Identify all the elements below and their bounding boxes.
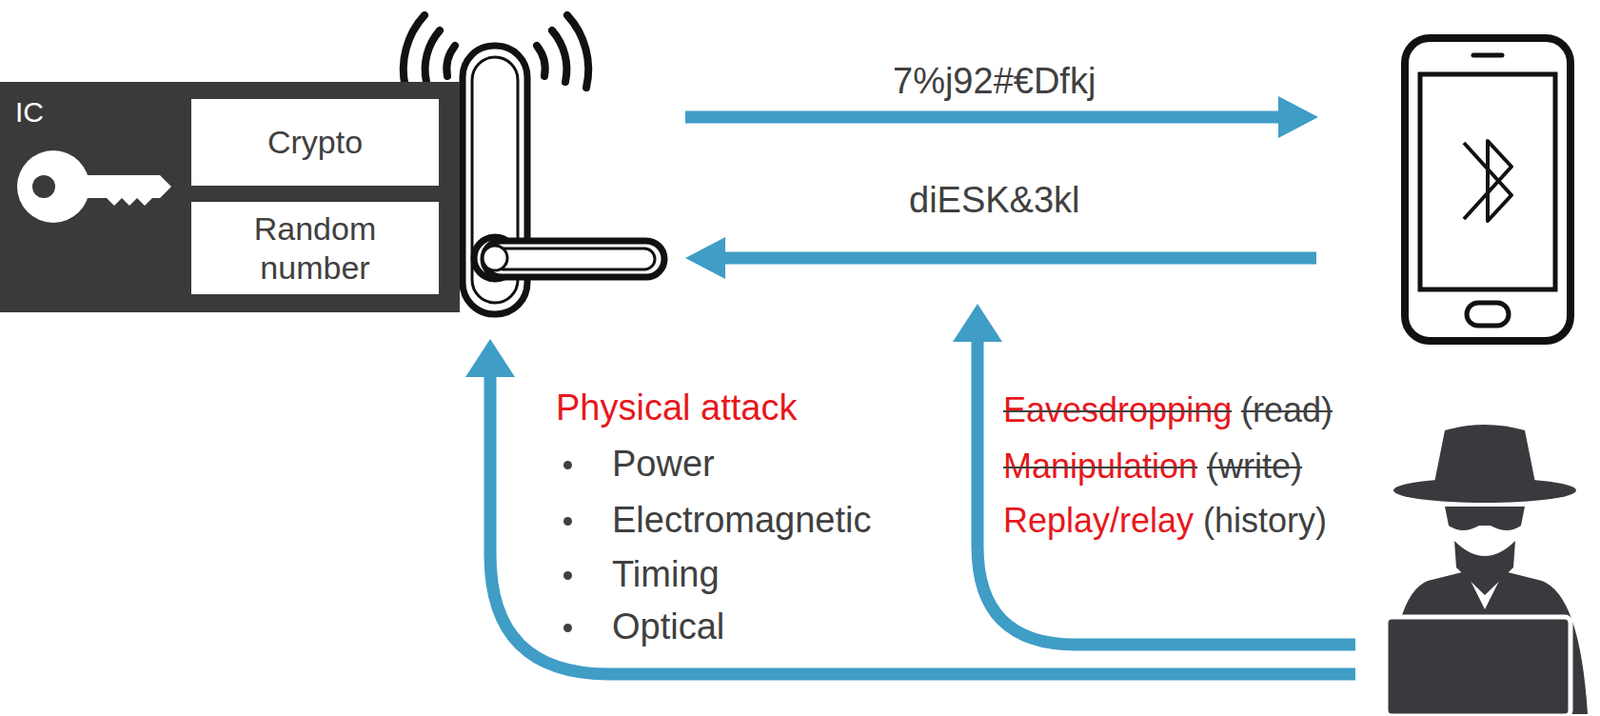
- attack-note: (read): [1241, 389, 1333, 431]
- attacker-icon: [1385, 424, 1588, 716]
- bullet-item: Optical: [612, 605, 725, 650]
- key-icon: [9, 148, 181, 235]
- door-lock: [462, 45, 665, 315]
- attack-name: Replay/relay: [1003, 499, 1194, 541]
- attack-note: (write): [1206, 445, 1303, 487]
- attack-name: Manipulation: [1003, 445, 1198, 487]
- bullet-dot: [563, 571, 573, 580]
- bullet-dot: [563, 623, 573, 633]
- bullet-dot: [563, 460, 573, 470]
- cipher-text: 7%j92#€Dfkj: [892, 59, 1096, 104]
- phone-icon: [1404, 38, 1571, 341]
- attack-heading: Physical attack: [555, 386, 797, 431]
- crypto-box: Crypto: [191, 98, 439, 186]
- bullet-item: Electromagnetic: [612, 498, 871, 543]
- attack-note: (history): [1203, 499, 1327, 541]
- bullet-item: Timing: [612, 553, 720, 597]
- cipher-text: diESK&3kl: [908, 178, 1081, 223]
- node-text: Random number: [219, 209, 411, 288]
- bullet-dot: [563, 516, 573, 526]
- random-number-box: Random number: [191, 201, 439, 295]
- attack-name: Eavesdropping: [1003, 389, 1232, 431]
- ic-chip: IC CryptoRandom number: [0, 81, 460, 313]
- attack-arrows: [465, 303, 1356, 674]
- bullet-item: Power: [612, 442, 715, 487]
- node-text: IC: [15, 95, 44, 130]
- message-arrows: [685, 96, 1319, 279]
- node-text: Crypto: [267, 122, 363, 162]
